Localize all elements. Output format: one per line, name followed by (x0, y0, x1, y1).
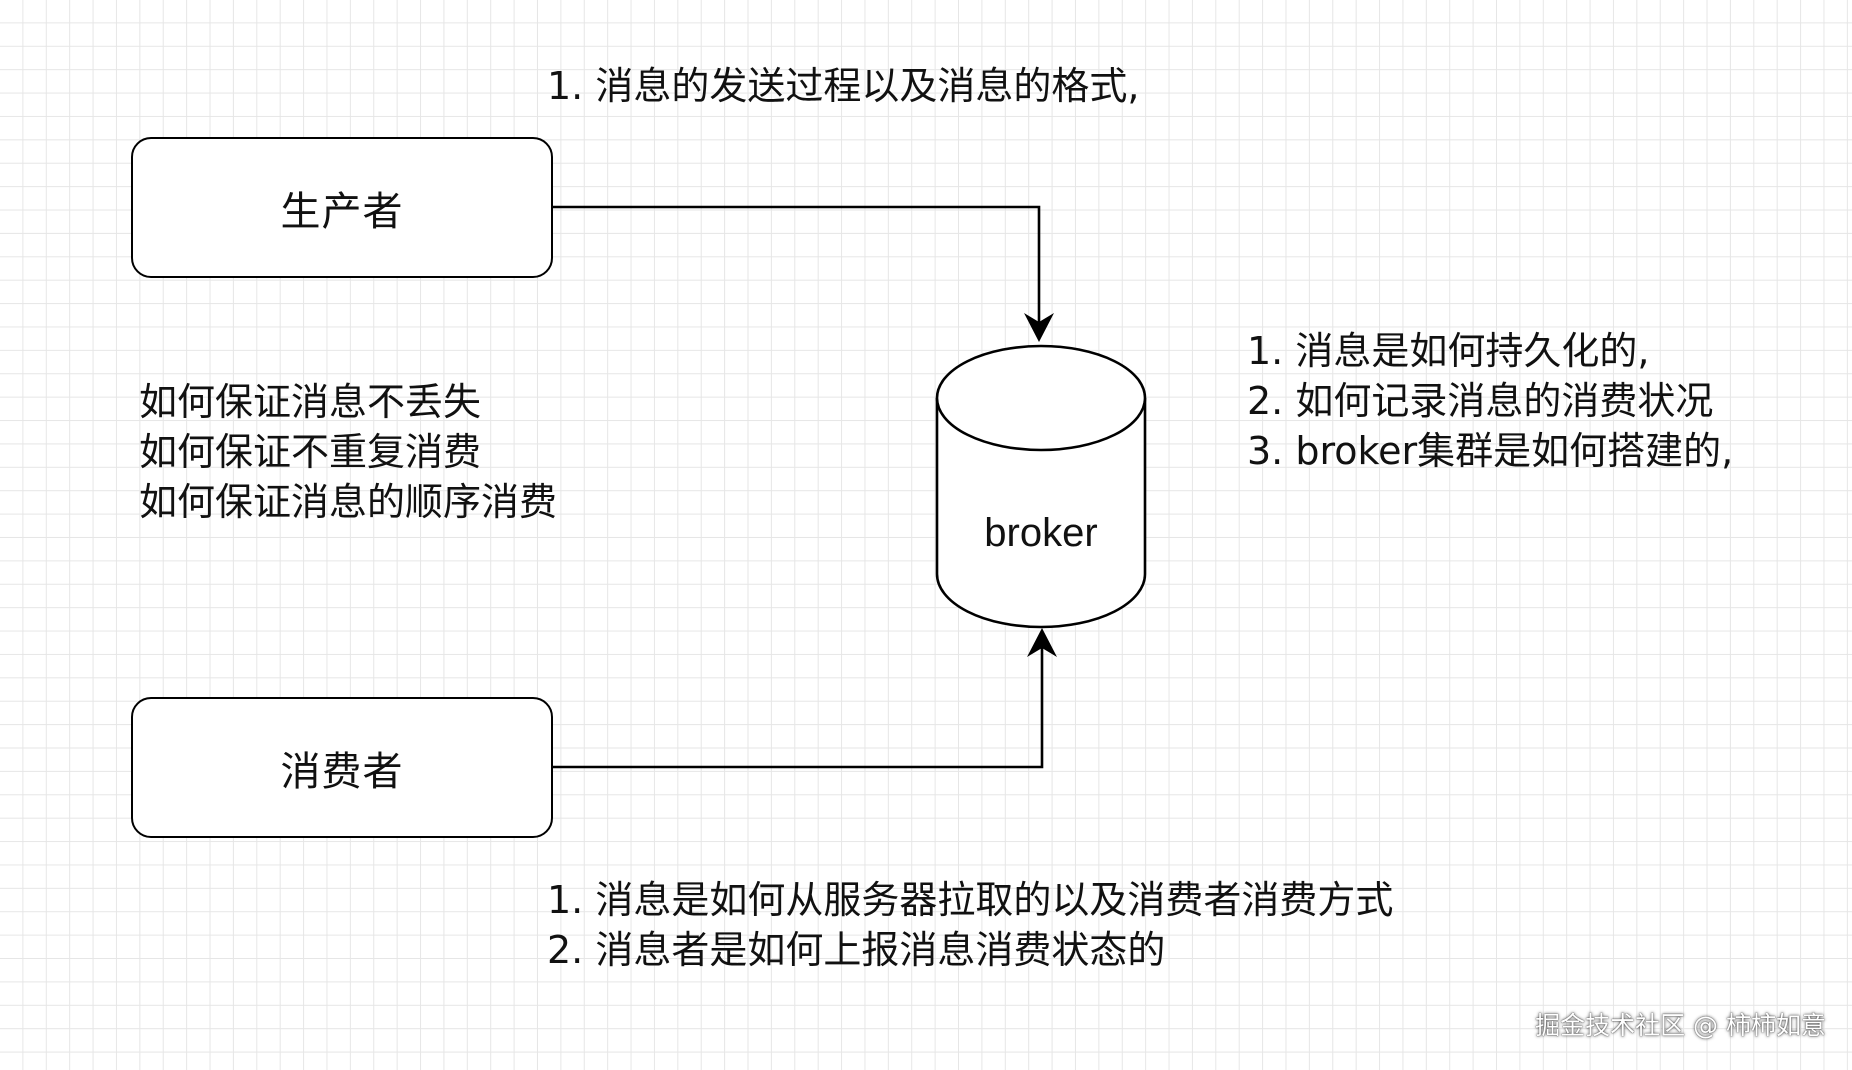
producer-notes: 1. 消息的发送过程以及消息的格式, (547, 61, 1139, 111)
arrowhead-up-icon (1027, 628, 1057, 657)
edge-consumer-to-broker (553, 640, 1044, 769)
note-line: 1. 消息的发送过程以及消息的格式, (547, 64, 1140, 108)
watermark: 掘金技术社区 @ 柿柿如意 (1535, 1011, 1826, 1040)
note-line: 1. 消息是如何从服务器拉取的以及消费者消费方式 (547, 878, 1394, 922)
reliability-notes: 如何保证消息不丢失 如何保证不重复消费 如何保证消息的顺序消费 (139, 377, 557, 527)
note-line: 2. 消息者是如何上报消息消费状态的 (547, 928, 1166, 972)
consumer-notes: 1. 消息是如何从服务器拉取的以及消费者消费方式 2. 消息者是如何上报消息消费… (547, 875, 1393, 975)
producer-node: 生产者 (131, 137, 553, 278)
note-line: 如何保证消息的顺序消费 (139, 480, 558, 524)
edge-producer-to-broker (553, 205, 1041, 330)
producer-label: 生产者 (280, 188, 404, 235)
note-line: 3. broker集群是如何搭建的, (1247, 429, 1734, 473)
note-line: 1. 消息是如何持久化的, (1247, 329, 1650, 373)
note-line: 如何保证消息不丢失 (139, 380, 482, 424)
broker-label: broker (984, 511, 1098, 555)
broker-cylinder (935, 344, 1147, 629)
arrowhead-down-icon (1024, 313, 1054, 342)
consumer-node: 消费者 (131, 697, 553, 838)
broker-notes: 1. 消息是如何持久化的, 2. 如何记录消息的消费状况 3. broker集群… (1247, 326, 1733, 476)
consumer-label: 消费者 (280, 748, 404, 795)
note-line: 2. 如何记录消息的消费状况 (1247, 379, 1714, 423)
note-line: 如何保证不重复消费 (139, 430, 482, 474)
